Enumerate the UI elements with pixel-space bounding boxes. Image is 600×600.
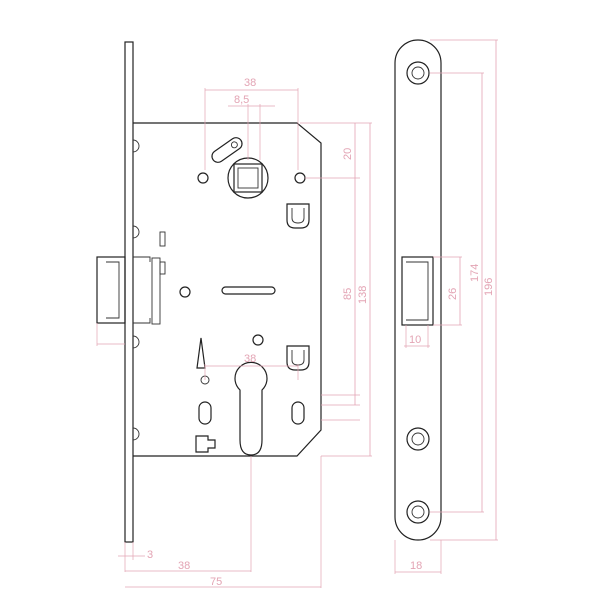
mounting-tabs (132, 139, 140, 441)
strike-plate-view (394, 39, 442, 541)
dim-3: 3 (147, 549, 153, 561)
horizontal-slot (221, 286, 276, 295)
strike-plate (394, 39, 442, 541)
dim-8-5: 8,5 (234, 94, 249, 106)
dim-138: 138 (357, 286, 369, 304)
hole-mid-left (179, 286, 191, 298)
hole-top-right (294, 172, 306, 184)
faceplate (124, 41, 134, 543)
cup-top (286, 203, 310, 229)
dim-196: 196 (483, 278, 495, 296)
screw-hole-bottom (406, 500, 430, 524)
screw-hole-top (406, 61, 430, 85)
dim-75: 75 (210, 576, 222, 588)
dim-85: 85 (342, 288, 354, 300)
latch-bracket (151, 257, 161, 325)
dim-38-mid: 38 (244, 353, 256, 365)
dim-174: 174 (469, 264, 481, 282)
bottom-block (195, 435, 216, 453)
small-lever (159, 231, 166, 247)
vertical-pin (196, 337, 206, 369)
oblique-slot (211, 137, 243, 163)
small-block (159, 261, 166, 275)
screw-hole-middle (406, 427, 430, 451)
dim-38-top: 38 (244, 77, 256, 89)
dim-26: 26 (447, 288, 459, 300)
dim-18: 18 (410, 560, 422, 572)
dimension-labels: 38 8,5 20 85 138 38 3 38 75 174 196 26 1… (147, 77, 495, 588)
latch-bolt (96, 256, 151, 324)
dim-20: 20 (342, 148, 354, 160)
lock-body-view (96, 41, 322, 543)
dim-38-bottom: 38 (178, 560, 190, 572)
dim-10: 10 (409, 334, 421, 346)
hole-top-left (197, 172, 209, 184)
cylinder-cutout (234, 361, 268, 456)
dimension-lines (96, 39, 498, 588)
lock-case (133, 122, 322, 457)
spindle-follower (227, 157, 269, 199)
hole-mid-center (252, 334, 264, 346)
oval-right (291, 401, 305, 425)
latch-opening (401, 256, 434, 326)
oval-left (198, 401, 212, 425)
